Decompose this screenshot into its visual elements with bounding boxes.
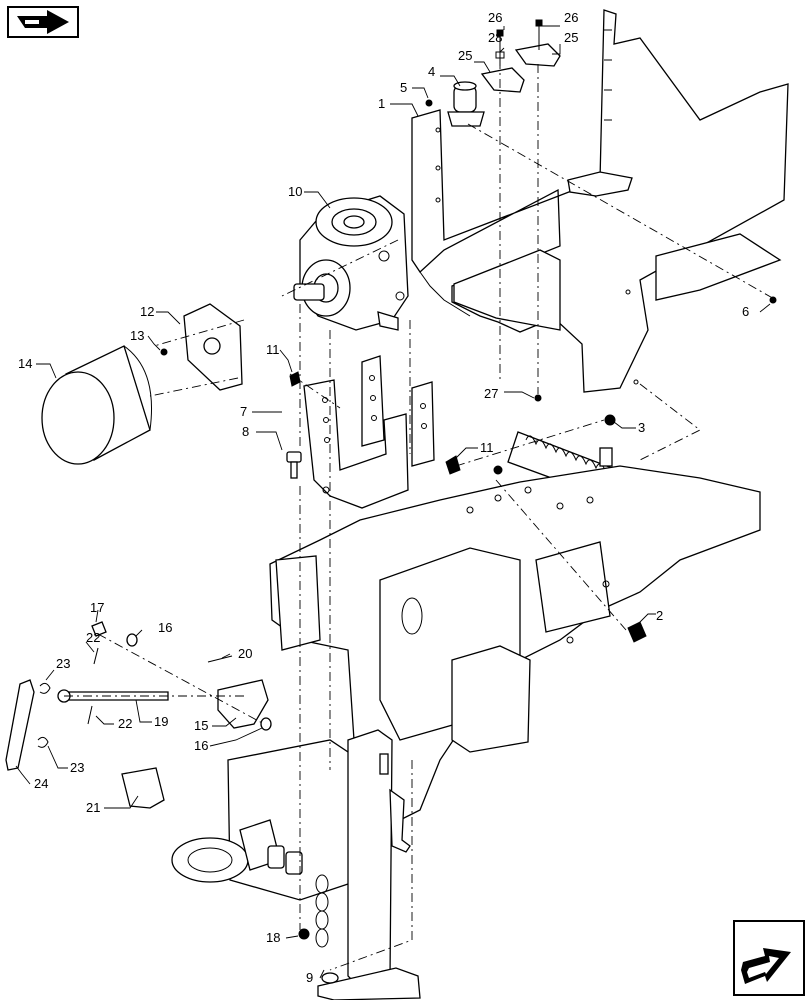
callout-17: 17 [90,600,104,615]
return-arrow-icon [17,10,69,34]
callout-28: 28 [488,30,502,45]
callout-22b: 22 [118,716,132,731]
sensor-part-4 [447,81,485,127]
washer-part-16a [126,633,138,647]
callout-22a: 22 [86,630,100,645]
pin-part-22b [87,705,93,725]
pin-part-22a [93,647,99,665]
callout-16a: 16 [158,620,172,635]
previous-page-button[interactable] [7,6,79,38]
callout-18: 18 [266,930,280,945]
callout-27: 27 [484,386,498,401]
main-frame [269,465,761,831]
callout-23a: 23 [56,656,70,671]
callout-26b: 26 [564,10,578,25]
plug-part-6 [769,296,777,304]
lever-part-19 [57,689,169,703]
pin-part-20 [207,655,233,663]
callout-9: 9 [306,970,313,985]
callout-14: 14 [18,356,32,371]
callout-7: 7 [240,404,247,419]
callout-11a: 11 [266,342,280,357]
callout-labels: 1 2 3 4 5 6 7 8 9 10 11 11 12 13 14 15 1… [18,10,749,985]
nut-part-3 [604,414,616,426]
clip-part-23b [37,736,49,748]
clamp-part-25a [480,67,525,93]
callout-11b: 11 [480,440,494,455]
callout-3: 3 [638,420,645,435]
clamp-part-25b [514,43,561,67]
callout-16b: 16 [194,738,208,753]
callout-6: 6 [742,304,749,319]
next-page-arrow-icon [741,948,791,984]
bolt-part-13 [160,348,168,356]
jack-stand [317,729,421,1000]
callout-10: 10 [288,184,302,199]
hitch-tongue [171,739,361,901]
bolt-part-11b [445,455,461,475]
bolt-part-17 [91,621,107,637]
nut-part-5 [425,99,433,107]
callout-leaders [15,25,771,979]
bolt-part-11a [289,371,301,387]
safety-chain [315,874,329,948]
nut-part-18 [298,928,310,940]
callout-4: 4 [428,64,435,79]
callout-1: 1 [378,96,385,111]
next-page-button[interactable] [733,920,805,996]
mounting-yoke-part-7 [303,355,435,509]
callout-5: 5 [400,80,407,95]
callout-21: 21 [86,800,100,815]
bolt-part-8 [286,451,302,479]
bolt-part-2 [627,621,647,643]
cover-part-14 [41,345,153,465]
washer-part-16b [260,717,272,731]
callout-12: 12 [140,304,154,319]
callout-26a: 26 [488,10,502,25]
plate-part-12 [183,303,243,391]
bracket-part-21 [121,767,165,809]
link-part-24 [5,679,35,771]
callout-15: 15 [194,718,208,733]
nut-part-27 [534,394,542,402]
callout-25a: 25 [458,48,472,63]
alignment-lines [64,60,777,971]
callout-24: 24 [34,776,48,791]
gearbox-part-10 [293,195,409,331]
callout-20: 20 [238,646,252,661]
bracket-part-15 [217,679,269,729]
support-bracket-shield [411,9,789,393]
callout-19: 19 [154,714,168,729]
callout-25b: 25 [564,30,578,45]
callout-23b: 23 [70,760,84,775]
callout-8: 8 [242,424,249,439]
clip-part-23a [39,682,51,694]
washer-part-9 [321,972,339,984]
callout-13: 13 [130,328,144,343]
callout-2: 2 [656,608,663,623]
